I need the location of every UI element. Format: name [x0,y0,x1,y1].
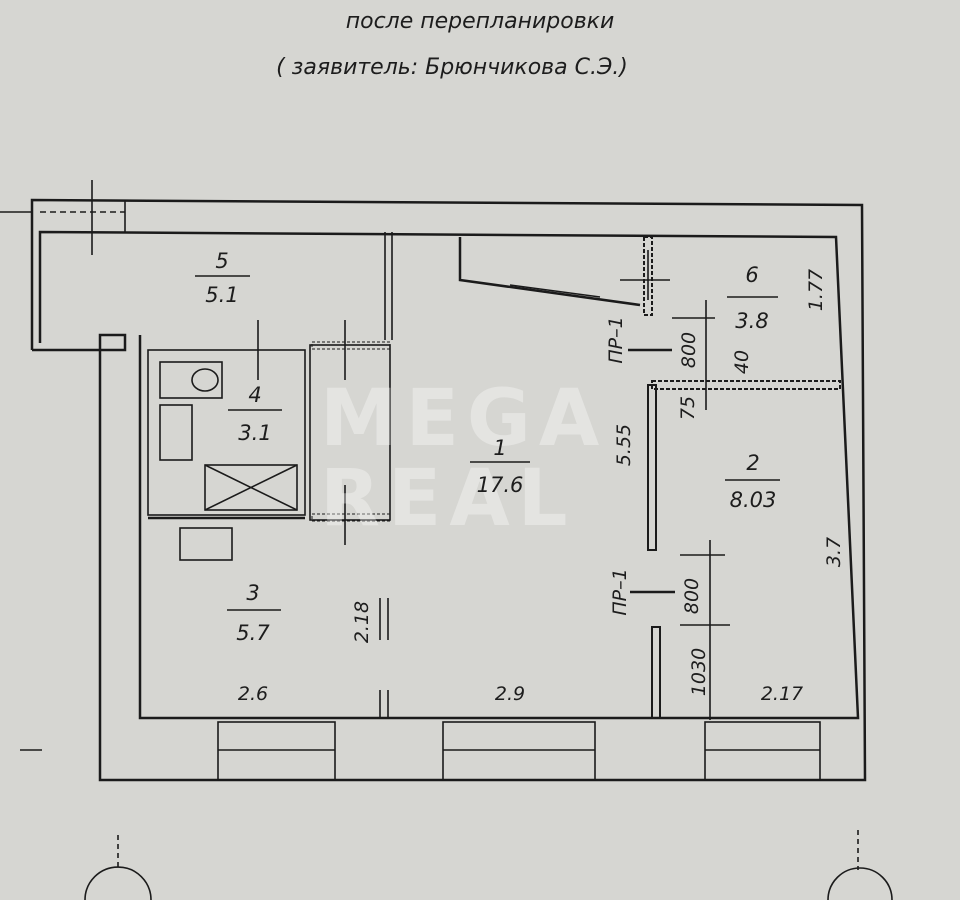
svg-text:800: 800 [678,332,700,368]
svg-text:800: 800 [681,578,703,614]
svg-text:5.55: 5.55 [613,424,635,466]
room-3-label: 3 5.7 [227,581,281,645]
svg-text:1: 1 [493,436,506,460]
svg-text:2.9: 2.9 [495,683,525,705]
room-6-label: 6 3.8 [727,263,778,333]
opening-top-label: ПР–1 [605,316,627,363]
svg-text:5: 5 [215,249,228,273]
svg-text:75: 75 [677,396,699,420]
room-5-label: 5 5.1 [195,249,250,307]
watermark: MEGA REAL [320,374,607,544]
svg-text:6: 6 [745,263,758,287]
svg-text:3: 3 [246,581,259,605]
svg-text:3.8: 3.8 [735,309,768,333]
shower-tray-icon [204,464,298,511]
svg-text:17.6: 17.6 [477,473,524,497]
partitions [147,232,841,719]
svg-text:4: 4 [248,383,261,407]
dimension-labels: 1.77 5.55 3.7 2.18 2.6 2.9 2.17 800 800 … [238,269,845,720]
svg-text:2.6: 2.6 [238,683,268,705]
svg-text:1.77: 1.77 [805,269,827,311]
room-4-label: 4 3.1 [228,383,282,445]
room-labels: 5 5.1 4 3.1 1 17.6 6 3.8 2 8.03 3 5.7 [195,249,780,645]
toilet-icon [159,361,223,399]
outer-walls [0,180,867,782]
svg-text:REAL: REAL [320,454,575,544]
washer-icon [179,527,233,561]
svg-text:3.1: 3.1 [238,421,271,445]
svg-text:40: 40 [731,350,753,374]
plan-title: после перепланировки [346,9,615,34]
svg-text:5.1: 5.1 [205,283,238,307]
svg-text:1030: 1030 [688,648,710,696]
svg-text:MEGA: MEGA [320,374,607,464]
windows [217,721,821,781]
opening-bottom-label: ПР–1 [609,568,631,615]
svg-text:2: 2 [746,451,759,475]
axis-markers [84,830,893,900]
room-2-label: 2 8.03 [725,451,780,512]
sink-icon [159,404,193,461]
plan-subtitle: ( заявитель: Брюнчикова С.Э.) [276,55,628,80]
svg-text:3.7: 3.7 [823,537,845,567]
bathroom-fixtures [159,361,298,561]
room-1-label: 1 17.6 [470,436,530,497]
svg-text:2.17: 2.17 [761,683,803,705]
svg-text:2.18: 2.18 [351,601,373,643]
svg-text:5.7: 5.7 [236,621,270,645]
svg-text:8.03: 8.03 [730,488,777,512]
